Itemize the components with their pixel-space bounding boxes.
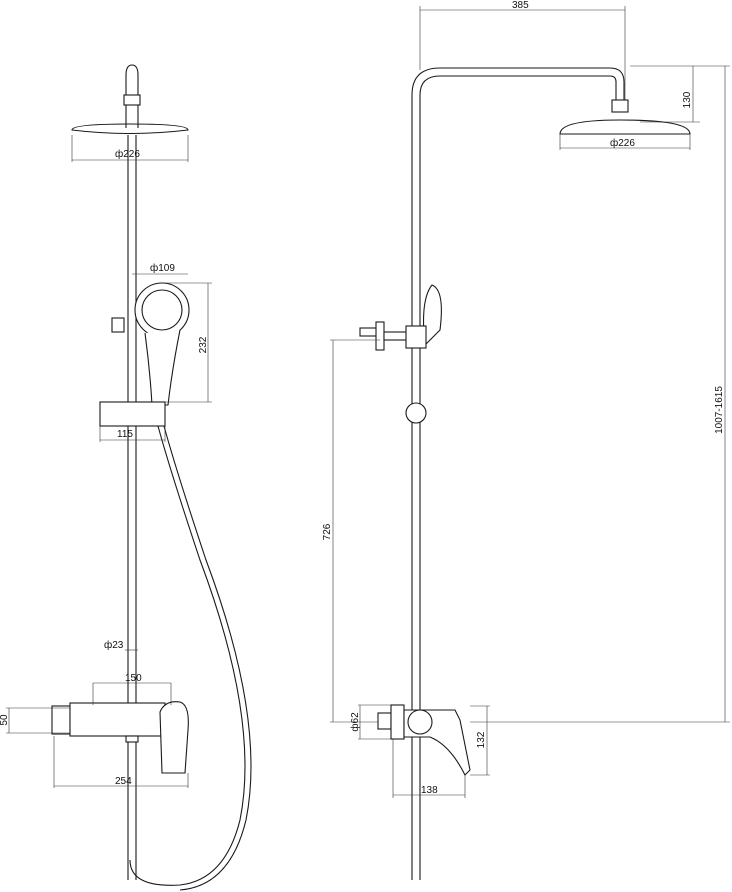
rain-head-side <box>559 119 691 135</box>
shower-arm-top <box>125 64 139 128</box>
dim-hand-shower-diameter: ф109 <box>150 262 175 274</box>
head-nut <box>611 99 629 113</box>
hand-shower-face <box>134 282 190 338</box>
side-view <box>330 6 730 880</box>
dim-head-drop: 130 <box>682 91 693 108</box>
mixer-body <box>69 702 166 737</box>
hand-shower-handle <box>144 329 181 406</box>
dim-mixer-depth: 138 <box>421 785 438 796</box>
rail-clip <box>111 317 125 333</box>
mixer-cap <box>51 705 71 735</box>
slider-knob <box>405 402 427 424</box>
rain-head <box>71 123 189 135</box>
mixer-inlet <box>377 712 392 730</box>
hand-shower-nozzle-ring <box>141 289 183 331</box>
dim-bracket-height: 726 <box>322 523 333 540</box>
dim-front-head-diameter: ф226 <box>115 148 140 160</box>
diverter-knob <box>407 709 433 735</box>
dim-inlet-spacing: 150 <box>125 673 142 684</box>
dim-mixer-height: 50 <box>0 714 10 726</box>
dim-mixer-width: 254 <box>115 776 132 787</box>
dim-slider-width: 115 <box>117 429 133 440</box>
dim-flange-diameter: ф62 <box>349 712 361 732</box>
dim-rail-diameter: ф23 <box>104 639 124 651</box>
rail-clip-side <box>405 325 427 349</box>
front-view <box>6 64 252 891</box>
arm-nut <box>123 94 141 106</box>
mixer-flange <box>390 704 405 740</box>
dim-side-head-diameter: ф226 <box>610 137 635 149</box>
slider <box>99 401 166 427</box>
wall-bracket-plate <box>375 321 385 351</box>
wall-bracket-arm <box>383 331 409 341</box>
mixer-lever <box>159 701 189 774</box>
dim-arm-reach: 385 <box>512 0 529 11</box>
hand-shower-side <box>423 284 442 347</box>
dim-hand-shower-height: 232 <box>198 336 209 353</box>
riser-pipe <box>411 67 625 880</box>
dim-mixer-height-side: 132 <box>476 731 487 748</box>
hose <box>129 425 246 886</box>
wall-bracket-plug <box>359 327 379 337</box>
outlet-nut <box>125 735 139 743</box>
dim-total-height-range: 1007-1615 <box>714 386 725 434</box>
